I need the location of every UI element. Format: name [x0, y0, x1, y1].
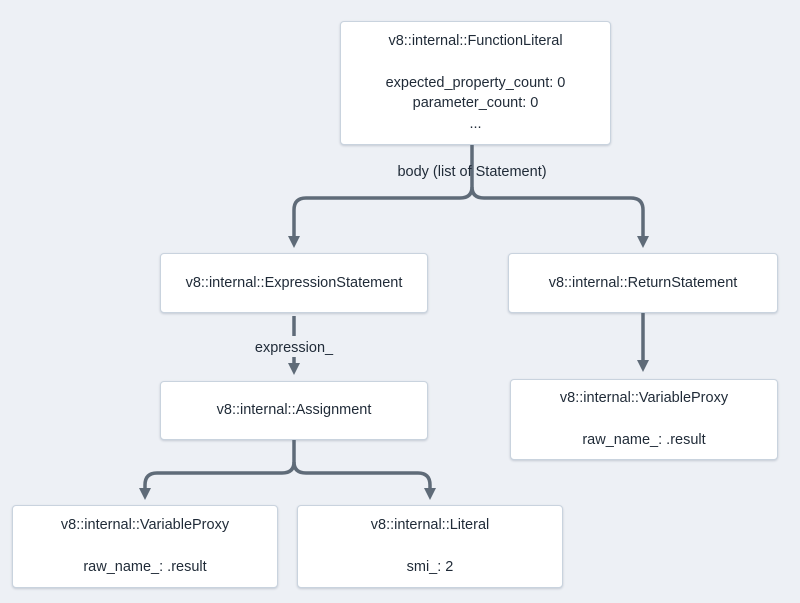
edge-body-right-arrow	[470, 186, 649, 248]
node-title: v8::internal::ExpressionStatement	[185, 274, 403, 291]
node-field: raw_name_: .result	[83, 558, 207, 575]
node-title: v8::internal::VariableProxy	[60, 517, 230, 534]
node-title: v8::internal::ReturnStatement	[548, 274, 738, 291]
node-title: v8::internal::Literal	[370, 517, 490, 534]
edge-label-body: body (list of Statement)	[397, 164, 547, 180]
edge-label-expression: expression_	[254, 340, 334, 356]
node-expression-statement: v8::internal::ExpressionStatement	[160, 253, 428, 313]
node-field: ...	[469, 116, 482, 133]
node-field: parameter_count: 0	[412, 95, 539, 112]
node-variable-proxy-right: v8::internal::VariableProxy raw_name_: .…	[510, 379, 778, 460]
edge-assignment-left-arrow	[139, 461, 296, 500]
node-field: expected_property_count: 0	[385, 74, 566, 91]
node-field: smi_: 2	[406, 558, 454, 575]
node-field: raw_name_: .result	[582, 431, 706, 448]
node-title: v8::internal::VariableProxy	[559, 390, 729, 407]
node-title: v8::internal::FunctionLiteral	[388, 33, 563, 50]
node-function-literal: v8::internal::FunctionLiteral expected_p…	[340, 21, 611, 145]
node-literal: v8::internal::Literal smi_: 2	[297, 505, 563, 588]
edge-assignment-right-arrow	[292, 461, 436, 500]
node-assignment: v8::internal::Assignment	[160, 381, 428, 440]
edge-body-left-arrow	[288, 186, 474, 248]
node-title: v8::internal::Assignment	[216, 402, 372, 419]
node-variable-proxy-left: v8::internal::VariableProxy raw_name_: .…	[12, 505, 278, 588]
node-return-statement: v8::internal::ReturnStatement	[508, 253, 778, 313]
